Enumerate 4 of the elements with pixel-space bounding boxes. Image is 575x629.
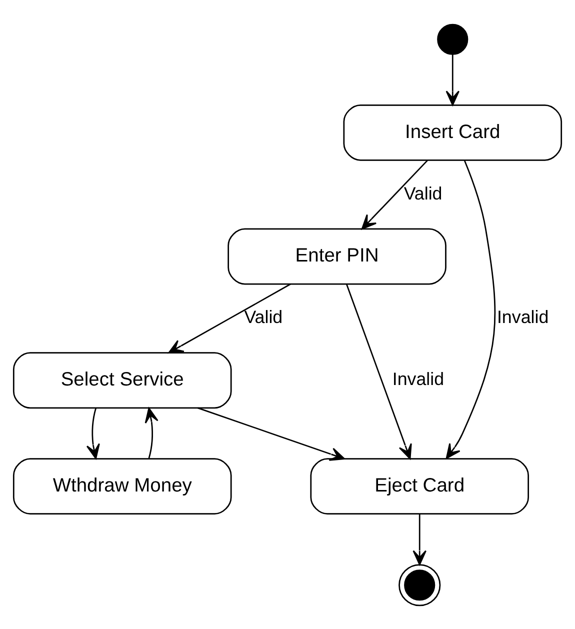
- edge-label: Valid: [244, 306, 283, 327]
- edge-label: Valid: [404, 182, 442, 203]
- edge-label: Invalid: [496, 306, 549, 327]
- edge-label: Invalid: [392, 368, 444, 389]
